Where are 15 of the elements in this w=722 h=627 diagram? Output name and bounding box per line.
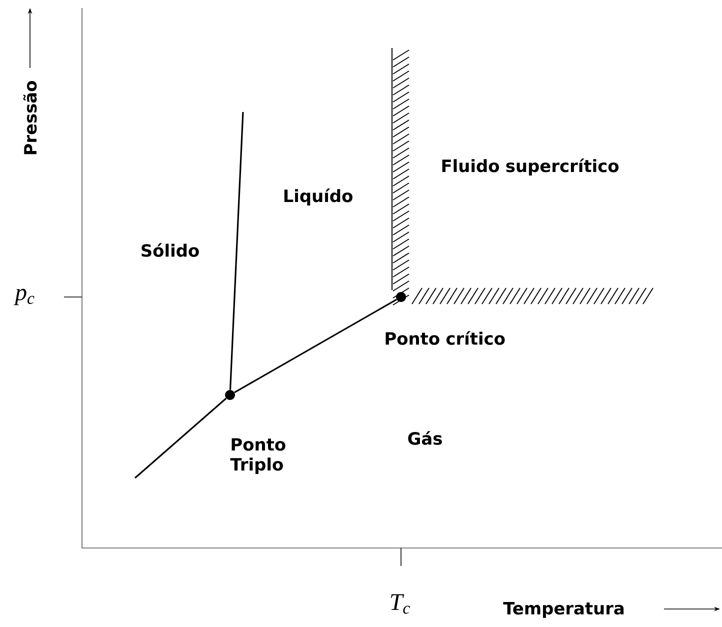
- axis-value: p$_{c}$: [14, 288, 34, 306]
- axis-title: Temperatura: [503, 602, 624, 618]
- region-label: Sólido: [142, 243, 199, 257]
- point-label: Ponto crítico: [386, 331, 505, 345]
- axis-title: Pressão: [23, 81, 37, 154]
- point-marker: [225, 390, 235, 400]
- region-label: Gás: [408, 431, 442, 445]
- region-label: Fluido supercrítico: [442, 158, 619, 176]
- axis-value: T$_{c}$: [390, 594, 410, 614]
- region-label: Liquído: [284, 188, 352, 206]
- phase-boundary: [229, 112, 244, 390]
- phase-boundary: [234, 298, 397, 394]
- point-label: Ponto Triplo: [230, 438, 286, 474]
- point-marker: [396, 292, 406, 302]
- phase-boundary: [134, 398, 227, 479]
